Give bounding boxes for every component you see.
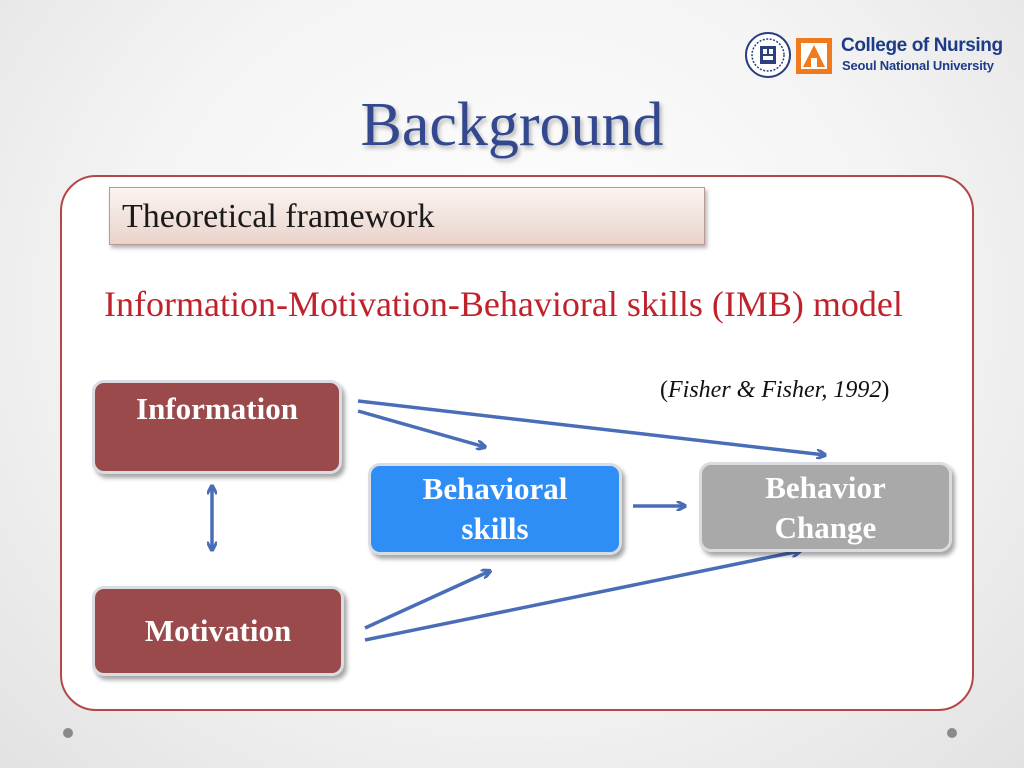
- university-seal-icon: [745, 32, 791, 78]
- change-label-line-1: Behavior: [765, 470, 886, 505]
- citation-close: ): [881, 377, 890, 403]
- corner-dot-right: [947, 728, 957, 738]
- slide-title: Background: [360, 91, 664, 159]
- citation-text: Fisher & Fisher, 1992: [668, 377, 882, 403]
- citation-open: (: [660, 377, 668, 403]
- motivation-label: Motivation: [144, 613, 292, 648]
- citation: (Fisher & Fisher, 1992): [660, 377, 889, 404]
- information-box: Information: [92, 380, 342, 474]
- change-label-line-2: Change: [774, 510, 877, 545]
- information-label: Information: [136, 391, 298, 426]
- section-label: Theoretical framework: [109, 187, 705, 245]
- orange-emblem-icon: [796, 38, 832, 74]
- model-name: Information-Motivation-Behavioral skills…: [104, 284, 903, 324]
- logo-line-1: College of Nursing: [841, 35, 1003, 56]
- motivation-box: Motivation: [92, 586, 344, 676]
- skills-label-line-1: Behavioral: [422, 471, 568, 506]
- behavioral-skills-box: Behavioral skills: [368, 463, 622, 555]
- corner-dot-left: [63, 728, 73, 738]
- behavior-change-box: Behavior Change: [699, 462, 952, 552]
- college-logo: College of Nursing Seoul National Univer…: [745, 30, 1010, 80]
- logo-line-2: Seoul National University: [842, 58, 994, 73]
- skills-label-line-2: skills: [461, 511, 529, 546]
